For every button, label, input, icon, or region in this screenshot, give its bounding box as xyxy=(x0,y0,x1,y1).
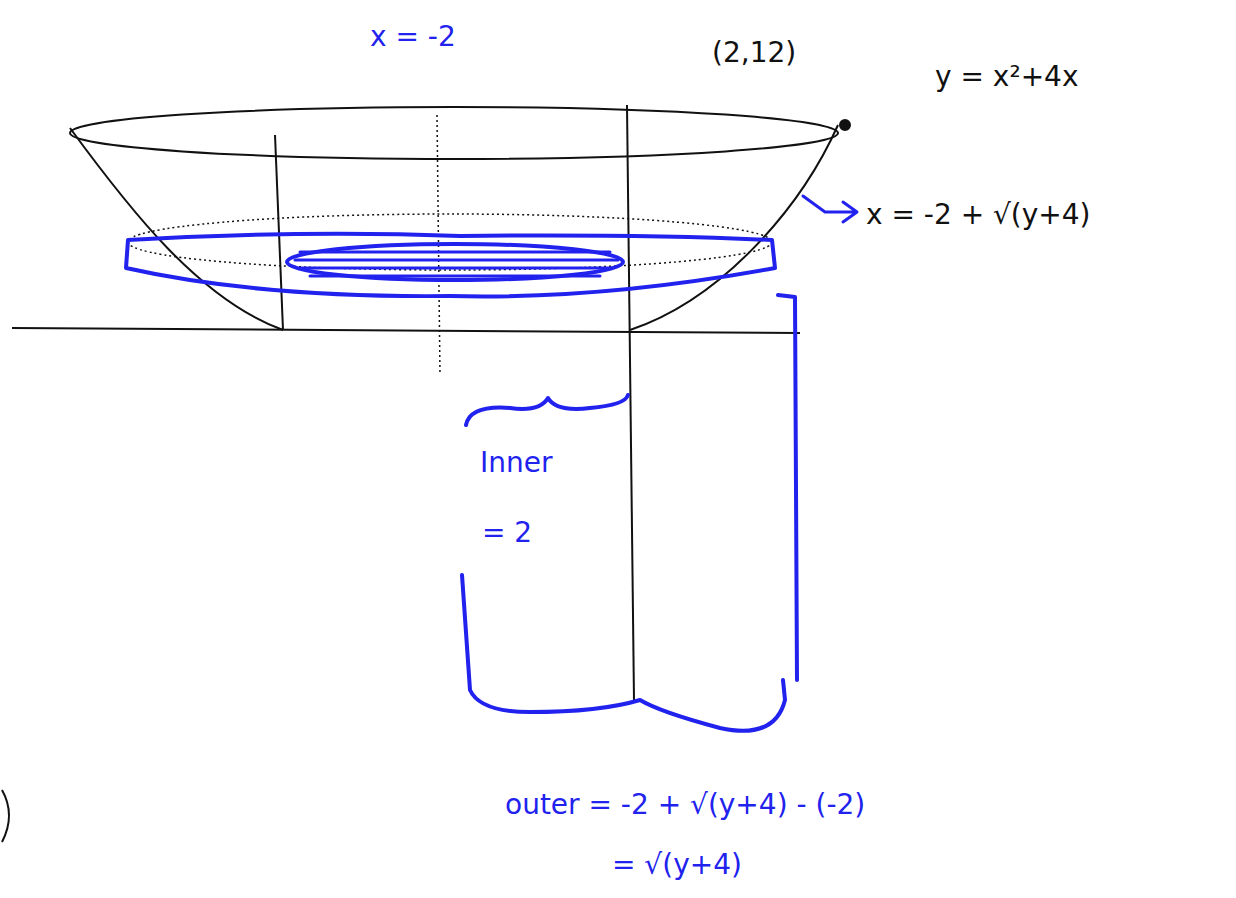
right-vertical-line xyxy=(627,105,634,700)
math-label: Inner xyxy=(480,448,553,479)
math-label: x = -2 + √(y+4) xyxy=(866,200,1091,231)
top-rim xyxy=(70,107,838,159)
right-curve xyxy=(630,125,838,330)
outer-bracket-side xyxy=(778,295,797,680)
dotted-slice xyxy=(128,214,772,270)
margin-arc xyxy=(2,790,9,842)
x-axis xyxy=(12,328,800,333)
math-label: outer = -2 + √(y+4) - (-2) xyxy=(505,790,865,821)
math-label: (2,12) xyxy=(712,38,796,69)
left-curve xyxy=(70,128,283,330)
point-dot xyxy=(840,120,850,130)
inner-brace xyxy=(466,395,628,425)
outer-brace xyxy=(462,575,785,731)
math-label: = 2 xyxy=(482,518,532,549)
inner-disk-shading xyxy=(295,252,618,276)
outer-washer xyxy=(126,234,775,297)
math-label: = √(y+4) xyxy=(612,850,742,881)
inner-disk xyxy=(287,244,623,280)
pointer-arrow xyxy=(803,196,857,222)
math-label: y = x²+4x xyxy=(935,62,1078,93)
math-label: x = -2 xyxy=(370,22,456,53)
